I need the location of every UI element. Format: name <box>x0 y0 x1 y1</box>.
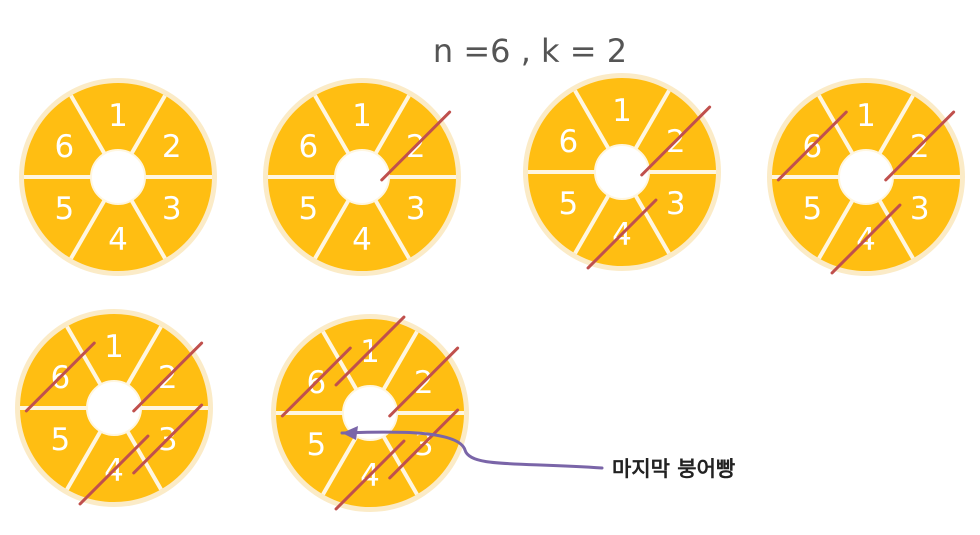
annotation-label: 마지막 붕어빵 <box>612 457 735 481</box>
segment-divider <box>321 330 360 393</box>
strike-line-3 <box>132 403 204 475</box>
strike-line-3 <box>388 408 460 480</box>
segment-label-1: 1 <box>856 98 876 134</box>
segment-divider <box>876 94 915 157</box>
strike-line-1 <box>334 315 406 387</box>
segment-divider <box>65 428 104 491</box>
segment-divider <box>573 89 612 152</box>
wheel-hole <box>86 380 142 436</box>
segment-divider <box>372 197 411 260</box>
segment-label-3: 3 <box>910 191 930 227</box>
segment-label-5: 5 <box>50 422 70 458</box>
segment-divider <box>380 330 419 393</box>
segment-divider <box>632 192 671 255</box>
annotation-arrow <box>340 430 604 470</box>
wheel-1: 12 345 6 <box>19 78 217 276</box>
wheels-group: 123456123456123456123456123456123456 <box>15 73 965 512</box>
strike-line-2 <box>380 110 452 182</box>
strike-line-4 <box>830 203 902 275</box>
segment-label-3: 3 <box>666 186 686 222</box>
segment-divider <box>817 197 856 260</box>
segment-divider <box>69 94 108 157</box>
last-item-annotation: 마지막 붕어빵 <box>340 426 735 481</box>
wheel-hole <box>90 149 146 205</box>
segment-divider <box>69 197 108 260</box>
segment-divider <box>313 197 352 260</box>
segment-divider <box>124 325 163 388</box>
strike-line-6 <box>280 346 352 418</box>
segment-label-5: 5 <box>558 186 578 222</box>
segment-label-1: 1 <box>104 329 124 365</box>
segment-divider <box>313 94 352 157</box>
segment-label-6: 6 <box>558 124 578 160</box>
segment-label-5: 5 <box>54 191 74 227</box>
strike-line-2 <box>640 105 712 177</box>
segment-divider <box>372 94 411 157</box>
segment-label-6: 6 <box>54 129 74 165</box>
segment-divider <box>817 94 856 157</box>
strike-line-6 <box>24 341 96 413</box>
strike-line-4 <box>334 439 406 511</box>
segment-label-5: 5 <box>298 191 318 227</box>
wheel-hole <box>334 149 390 205</box>
segment-label-4: 4 <box>352 222 372 258</box>
segment-label-6: 6 <box>298 129 318 165</box>
wheel-hole <box>594 144 650 200</box>
segment-label-4: 4 <box>108 222 128 258</box>
wheel-hole <box>342 385 398 441</box>
segment-label-1: 1 <box>108 98 128 134</box>
segment-divider <box>380 433 419 496</box>
segment-divider <box>876 197 915 260</box>
segment-label-1: 1 <box>612 93 632 129</box>
segment-divider <box>128 94 167 157</box>
segment-divider <box>128 197 167 260</box>
segment-label-2: 2 <box>162 129 182 165</box>
wheel-hole <box>838 149 894 205</box>
strike-line-2 <box>388 346 460 418</box>
segment-label-5: 5 <box>306 427 326 463</box>
segment-divider <box>321 433 360 496</box>
annotation-arrow-head <box>342 426 358 440</box>
segment-label-5: 5 <box>802 191 822 227</box>
strike-line-2 <box>884 110 956 182</box>
segment-label-3: 3 <box>162 191 182 227</box>
segment-divider <box>124 428 163 491</box>
segment-divider <box>65 325 104 388</box>
strike-line-4 <box>78 434 150 506</box>
segment-divider <box>632 89 671 152</box>
strike-line-4 <box>586 198 658 270</box>
segment-divider <box>573 192 612 255</box>
segment-label-3: 3 <box>406 191 426 227</box>
diagram-title: n =6 , k = 2 <box>433 32 627 70</box>
segment-label-1: 1 <box>352 98 372 134</box>
strike-line-2 <box>132 341 204 413</box>
strike-line-6 <box>776 110 848 182</box>
